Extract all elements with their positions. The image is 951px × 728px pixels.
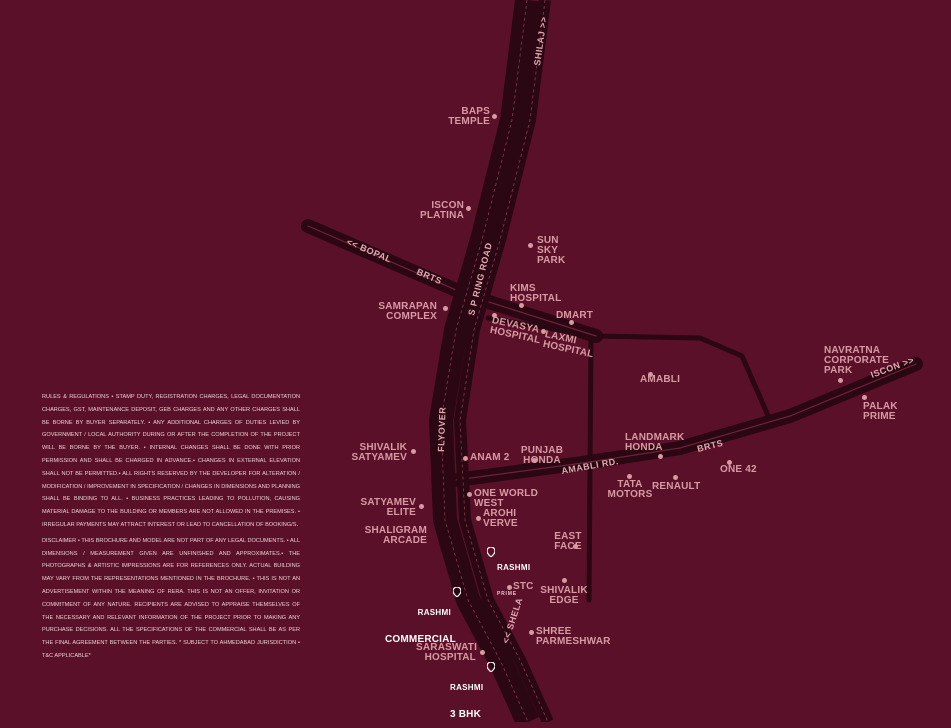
label-amabli: AMABLI xyxy=(640,374,681,385)
landmark-dot xyxy=(673,475,678,480)
label-samrapan-complex: SAMRAPAN COMPLEX xyxy=(378,301,437,322)
label-shivalik-satyamev: SHIVALIK SATYAMEV xyxy=(351,442,407,463)
project-brand: RASHMI xyxy=(450,683,484,692)
landmark-dot xyxy=(476,516,481,521)
landmark-dot xyxy=(492,313,497,318)
label-punjab-honda: PUNJAB HONDA xyxy=(520,445,564,466)
location-pin-icon xyxy=(487,547,495,557)
landmark-dot xyxy=(569,320,574,325)
landmark-dot xyxy=(463,456,468,461)
disclaimer-paragraph: DISCLAIMER • THIS BROCHURE AND MODEL ARE… xyxy=(42,537,300,659)
landmark-dot xyxy=(492,114,497,119)
project-subtitle: PRIME xyxy=(497,591,517,597)
label-satyamev-elite: SATYAMEV ELITE xyxy=(360,497,416,518)
label-shivalik-edge: SHIVALIK EDGE xyxy=(540,585,588,606)
label-tata-motors: TATA MOTORS xyxy=(607,479,653,500)
landmark-dot xyxy=(480,650,485,655)
label-saraswati-hospital: SARASWATI HOSPITAL xyxy=(416,642,478,663)
landmark-dot xyxy=(528,243,533,248)
landmark-dot xyxy=(648,372,653,377)
landmark-dot xyxy=(573,544,578,549)
landmark-dot xyxy=(562,578,567,583)
label-one-world-west: ONE WORLD WEST xyxy=(474,488,539,509)
label-kims-hospital: KIMS HOSPITAL xyxy=(510,283,562,304)
project-rashmi-prime: RASHMI PRIME xyxy=(497,545,530,608)
label-baps-temple: BAPS TEMPLE xyxy=(448,106,490,127)
project-rashmi-3bhk: RASHMI 3 BHK xyxy=(450,665,483,728)
label-shaligram-arcade: SHALIGRAM ARCADE xyxy=(364,525,427,546)
label-arohi-verve: AROHI VERVE xyxy=(483,508,518,529)
location-pin-icon xyxy=(453,587,461,597)
label-navratna-corporate-park: NAVRATNA CORPORATE PARK xyxy=(824,345,889,376)
landmark-dot xyxy=(419,504,424,509)
landmark-dot xyxy=(532,458,537,463)
project-subtitle: COMMERCIAL xyxy=(385,634,456,645)
road-label-flyover: FLYOVER xyxy=(436,407,448,453)
landmark-dot xyxy=(541,329,546,334)
landmark-dot xyxy=(727,460,732,465)
landmark-dot xyxy=(862,395,867,400)
landmark-dot xyxy=(467,492,472,497)
location-pin-icon xyxy=(487,662,495,672)
landmark-dot xyxy=(507,585,512,590)
label-east-face: EAST FACE xyxy=(554,531,582,552)
project-brand: RASHMI xyxy=(417,608,451,617)
label-stc: STC xyxy=(513,581,534,592)
label-anam-2: ANAM 2 xyxy=(470,452,510,463)
rules-and-regulations: RULES & REGULATIONS • STAMP DUTY, REGIST… xyxy=(42,394,300,528)
label-one-42: ONE 42 xyxy=(720,464,757,475)
label-iscon-platina: ISCON PLATINA xyxy=(420,200,464,221)
landmark-dot xyxy=(411,449,416,454)
landmark-dot xyxy=(627,474,632,479)
label-dmart: DMART xyxy=(556,310,594,321)
landmark-dot xyxy=(529,630,534,635)
label-sun-sky-park: SUN SKY PARK xyxy=(537,235,566,266)
label-renault: RENAULT xyxy=(652,481,701,492)
disclaimer-text: RULES & REGULATIONS • STAMP DUTY, REGIST… xyxy=(42,391,300,666)
landmark-dot xyxy=(838,378,843,383)
landmark-dot xyxy=(658,454,663,459)
landmark-dot xyxy=(466,206,471,211)
project-subtitle: 3 BHK xyxy=(450,709,482,720)
landmark-dot xyxy=(443,306,448,311)
landmark-dot xyxy=(519,303,524,308)
label-palak-prime: PALAK PRIME xyxy=(863,401,898,422)
label-shree-parmeshwar: SHREE PARMESHWAR xyxy=(536,626,611,647)
project-brand: RASHMI xyxy=(497,563,531,572)
project-rashmi-commercial: RASHMI COMMERCIAL xyxy=(385,590,456,653)
label-landmark-honda: LANDMARK HONDA xyxy=(625,432,685,453)
sp-ring-road xyxy=(428,0,554,722)
